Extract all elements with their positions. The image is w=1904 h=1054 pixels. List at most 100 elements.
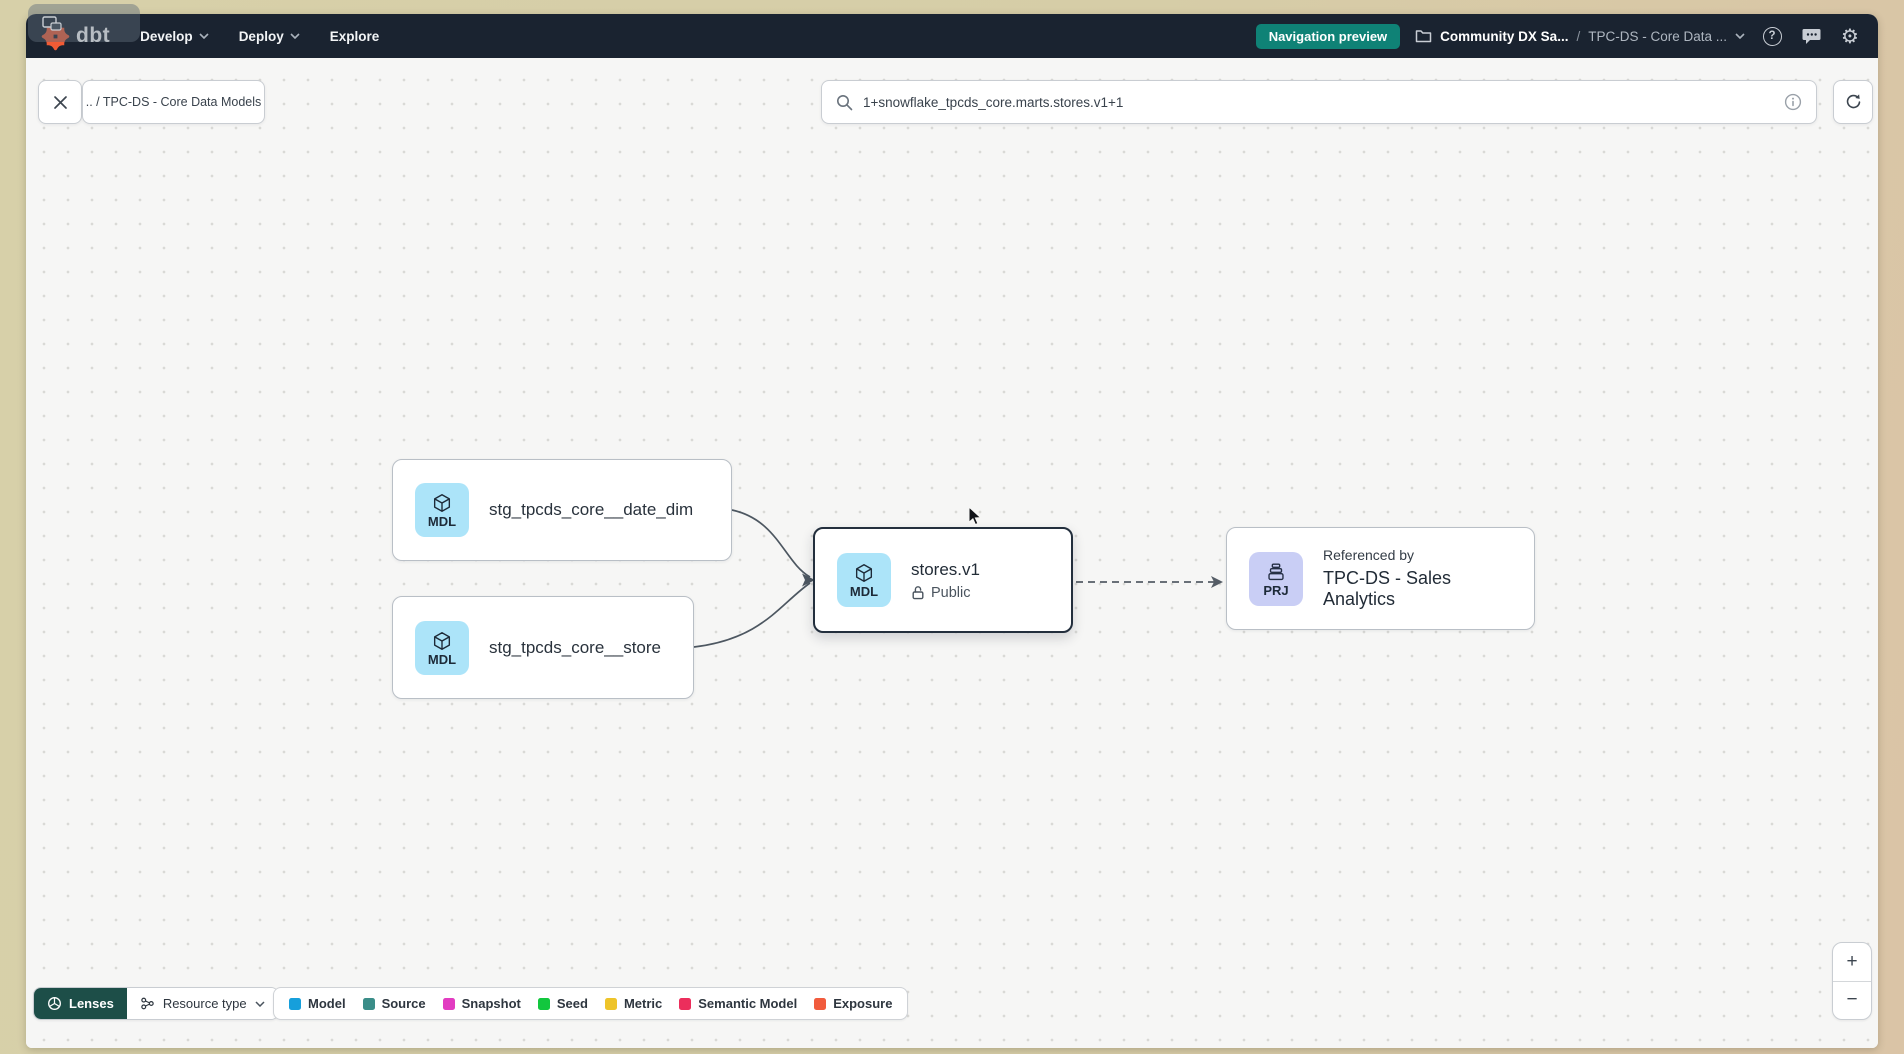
close-lineage-button[interactable] bbox=[38, 80, 82, 124]
zoom-controls: + − bbox=[1832, 942, 1872, 1020]
seed-swatch bbox=[537, 997, 550, 1010]
menu-explore[interactable]: Explore bbox=[330, 29, 380, 44]
node-label: stores.v1 bbox=[911, 559, 980, 579]
lenses-label: Lenses bbox=[69, 996, 114, 1011]
exposure-swatch bbox=[814, 997, 827, 1010]
refresh-lineage-button[interactable] bbox=[1833, 80, 1873, 124]
model-cube-icon bbox=[433, 494, 451, 512]
node-stg-tpcds-core-store[interactable]: MDL stg_tpcds_core__store bbox=[392, 596, 694, 699]
badge-label: MDL bbox=[849, 584, 879, 599]
project-crumb[interactable]: Community DX Sa... bbox=[1440, 28, 1569, 44]
folder-icon bbox=[1415, 30, 1432, 43]
node-stg-tpcds-core-date-dim[interactable]: MDL stg_tpcds_core__date_dim bbox=[392, 459, 732, 561]
legend-item-metric: Metric bbox=[604, 996, 663, 1011]
lenses-icon bbox=[48, 997, 61, 1010]
legend-label: Semantic Model bbox=[698, 996, 798, 1011]
dbt-logo[interactable]: dbt bbox=[41, 22, 111, 50]
help-icon: ? bbox=[1762, 26, 1782, 46]
menu-develop[interactable]: Develop bbox=[140, 29, 209, 44]
menu-develop-label: Develop bbox=[140, 28, 193, 44]
metric-swatch bbox=[604, 997, 617, 1010]
resource-type-dropdown[interactable]: Resource type bbox=[126, 988, 278, 1019]
screen-capture-overlay bbox=[28, 4, 140, 42]
navbar-right: Navigation preview Community DX Sa... / … bbox=[1255, 23, 1862, 49]
info-icon[interactable] bbox=[1784, 93, 1802, 111]
arrowhead bbox=[1211, 576, 1223, 588]
resource-type-legend: Model Source Snapshot Seed Metric Semant… bbox=[273, 987, 909, 1020]
chevron-down-icon bbox=[290, 33, 300, 39]
refresh-icon bbox=[1846, 93, 1860, 108]
legend-label: Model bbox=[308, 996, 346, 1011]
feedback-icon bbox=[1802, 28, 1820, 44]
navigation-preview-badge[interactable]: Navigation preview bbox=[1255, 23, 1401, 49]
project-badge: PRJ bbox=[1249, 551, 1303, 606]
logo-text: dbt bbox=[76, 24, 111, 47]
node-tpcds-sales-analytics[interactable]: PRJ Referenced by TPC-DS - Sales Analyti… bbox=[1226, 527, 1535, 630]
source-swatch bbox=[362, 997, 375, 1010]
main-menu: Develop Deploy Explore bbox=[140, 29, 379, 44]
snapshot-swatch bbox=[442, 997, 455, 1010]
crumb-separator: / bbox=[1576, 28, 1581, 44]
edge-store-to-stores bbox=[693, 582, 811, 648]
search-icon bbox=[837, 94, 853, 110]
lock-open-icon bbox=[912, 586, 924, 600]
legend-item-seed: Seed bbox=[537, 996, 588, 1011]
menu-explore-label: Explore bbox=[329, 28, 380, 44]
lineage-canvas[interactable]: .. / TPC-DS - Core Data Models bbox=[26, 58, 1878, 1048]
top-navbar: dbt Develop Deploy Explore Navigation pr… bbox=[26, 14, 1878, 58]
model-cube-icon bbox=[433, 631, 451, 650]
section-crumb[interactable]: TPC-DS - Core Data ... bbox=[1588, 28, 1727, 44]
model-cube-icon bbox=[855, 564, 873, 582]
zoom-in-button[interactable]: + bbox=[1846, 950, 1858, 972]
model-badge: MDL bbox=[415, 483, 469, 537]
resource-type-label: Resource type bbox=[162, 996, 247, 1011]
legend-label: Source bbox=[381, 996, 426, 1011]
legend-label: Snapshot bbox=[461, 996, 521, 1011]
edge-date-dim-to-stores bbox=[731, 509, 811, 578]
dbt-logo-icon bbox=[41, 22, 70, 50]
model-badge: MDL bbox=[415, 620, 469, 675]
resource-type-icon bbox=[141, 997, 154, 1010]
settings-button[interactable]: ⚙ bbox=[1838, 24, 1862, 48]
feedback-button[interactable] bbox=[1799, 24, 1823, 48]
legend-label: Exposure bbox=[833, 996, 893, 1011]
legend-item-snapshot: Snapshot bbox=[442, 996, 521, 1011]
account-breadcrumb[interactable]: Community DX Sa... / TPC-DS - Core Data … bbox=[1415, 29, 1745, 44]
chevron-down-icon bbox=[1735, 33, 1745, 39]
legend-label: Seed bbox=[556, 996, 588, 1011]
close-icon bbox=[53, 95, 67, 109]
node-stores-v1[interactable]: MDL stores.v1 Public bbox=[813, 527, 1073, 633]
node-label: TPC-DS - Sales Analytics bbox=[1323, 568, 1452, 609]
project-archive-icon bbox=[1268, 563, 1284, 580]
access-label: Public bbox=[931, 584, 971, 601]
chevron-down-icon bbox=[199, 33, 209, 39]
badge-label: PRJ bbox=[1263, 582, 1289, 598]
app-window: dbt Develop Deploy Explore Navigation pr… bbox=[26, 14, 1878, 1048]
node-label: stg_tpcds_core__store bbox=[489, 637, 661, 657]
help-button[interactable]: ? bbox=[1760, 24, 1784, 48]
settings-gear-icon: ⚙ bbox=[1841, 24, 1859, 48]
mouse-cursor bbox=[968, 506, 982, 526]
referenced-by-label: Referenced by bbox=[1323, 547, 1415, 563]
pip-window-icon bbox=[42, 15, 62, 31]
access-row: Public bbox=[911, 585, 980, 601]
menu-deploy[interactable]: Deploy bbox=[239, 29, 300, 44]
search-input[interactable] bbox=[863, 94, 1774, 110]
legend-label: Metric bbox=[623, 996, 663, 1011]
legend-item-exposure: Exposure bbox=[814, 996, 892, 1011]
lineage-breadcrumb-label: .. / TPC-DS - Core Data Models bbox=[85, 95, 262, 109]
legend-item-model: Model bbox=[289, 996, 346, 1011]
chevron-down-icon bbox=[255, 1000, 265, 1007]
legend-item-semantic-model: Semantic Model bbox=[679, 996, 797, 1011]
badge-label: MDL bbox=[427, 651, 457, 667]
menu-deploy-label: Deploy bbox=[238, 28, 284, 44]
legend-item-source: Source bbox=[362, 996, 426, 1011]
lenses-button[interactable]: Lenses bbox=[34, 988, 127, 1019]
model-swatch bbox=[289, 997, 301, 1010]
badge-label: MDL bbox=[427, 514, 457, 529]
lineage-search-bar bbox=[821, 80, 1817, 124]
zoom-out-button[interactable]: − bbox=[1833, 980, 1871, 1020]
lineage-breadcrumb[interactable]: .. / TPC-DS - Core Data Models bbox=[82, 80, 265, 124]
model-badge: MDL bbox=[837, 553, 891, 607]
semantic-model-swatch bbox=[679, 997, 692, 1010]
